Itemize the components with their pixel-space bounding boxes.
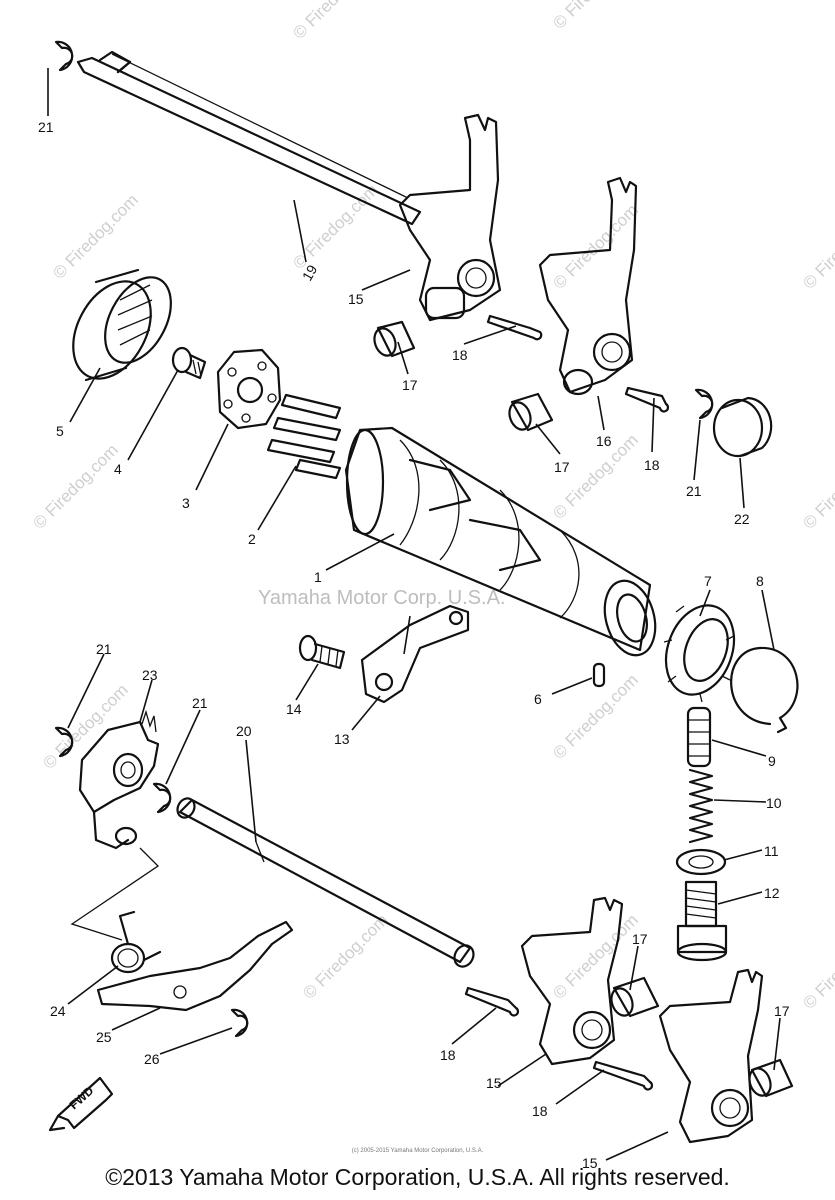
washer-11: [675, 848, 727, 876]
shift-fork-shaft-lower: [176, 797, 475, 968]
callout-8: 8: [756, 573, 764, 589]
callout-17: 17: [402, 377, 418, 393]
callout-21: 21: [96, 641, 112, 657]
callout-18: 18: [440, 1047, 456, 1063]
watermark: © Firedog.com: [549, 0, 641, 33]
callout-24: 24: [50, 1003, 66, 1019]
leader-lines: [47, 68, 781, 1161]
cotter-pin-18b: [624, 386, 669, 413]
callout-15: 15: [486, 1075, 502, 1091]
washer-11-hole: [688, 855, 714, 869]
callout-23: 23: [142, 667, 158, 683]
watermark: © Firedog.com: [799, 920, 835, 1012]
callout-11: 11: [764, 843, 779, 859]
stopper-lever-13: [360, 604, 470, 704]
callout-numbers: 21 19 15 5 4 3 2 1 17 18 17 16 18 21 22 …: [38, 119, 790, 1171]
shift-fork-16: [538, 176, 638, 396]
shift-arm-23: [78, 709, 160, 850]
callout-21: 21: [686, 483, 702, 499]
callout-20: 20: [236, 723, 252, 739]
shift-fork-15-lower-b: [658, 968, 764, 1144]
circlip-21-lower-b: [152, 782, 172, 814]
watermark: © Firedog.com: [49, 190, 141, 282]
watermarks: © Firedog.com © Firedog.com © Firedog.co…: [29, 0, 835, 1013]
callout-21: 21: [192, 695, 208, 711]
cap-22: [712, 396, 773, 458]
bearing-5: [72, 268, 172, 382]
callout-14: 14: [286, 701, 302, 717]
roller-17c: [610, 976, 660, 1018]
callout-17: 17: [774, 1003, 790, 1019]
watermark: © Firedog.com: [549, 910, 641, 1002]
callout-1: 1: [314, 569, 322, 585]
circlip-21-top: [54, 40, 74, 72]
callout-6: 6: [534, 691, 542, 707]
callout-2: 2: [248, 531, 256, 547]
bolt-14: [298, 634, 346, 670]
spring-10: [688, 768, 714, 844]
callout-5: 5: [56, 423, 64, 439]
callout-3: 3: [182, 495, 190, 511]
cotter-pin-18a: [486, 314, 543, 341]
callout-13: 13: [334, 731, 350, 747]
circlip-21-right: [694, 388, 714, 420]
callout-25: 25: [96, 1029, 112, 1045]
segment-plate-3: [216, 348, 282, 430]
callout-15: 15: [582, 1155, 598, 1171]
segment-7: [663, 604, 736, 703]
watermark: © Firedog.com: [289, 180, 381, 272]
callout-4: 4: [114, 461, 122, 477]
spring-24: [110, 910, 162, 974]
watermark: © Firedog.com: [799, 200, 835, 292]
watermark: © Firedog.com: [549, 200, 641, 292]
callout-18: 18: [452, 347, 468, 363]
watermark: © Firedog.com: [799, 440, 835, 532]
callout-12: 12: [764, 885, 780, 901]
roller-17b: [508, 392, 554, 432]
small-print: (c) 2005-2015 Yamaha Motor Corporation, …: [351, 1148, 484, 1154]
callout-7: 7: [704, 573, 712, 589]
callout-17: 17: [632, 931, 648, 947]
roller-17d: [748, 1058, 794, 1098]
copyright-notice: ©2013 Yamaha Motor Corporation, U.S.A. A…: [105, 1164, 730, 1190]
assembly-guide-line: [70, 847, 160, 941]
shift-fork-shaft-upper: [76, 50, 422, 226]
watermark: © Firedog.com: [289, 0, 381, 43]
watermark: © Firedog.com: [29, 440, 121, 532]
circlip-26: [230, 1008, 249, 1038]
callout-21: 21: [38, 119, 54, 135]
callout-18: 18: [644, 457, 660, 473]
circlip-8: [730, 646, 799, 734]
bolt-4: [171, 346, 207, 380]
callout-26: 26: [144, 1051, 160, 1067]
callout-10: 10: [766, 795, 782, 811]
callout-9: 9: [768, 753, 776, 769]
fwd-label: FWD: [67, 1083, 97, 1112]
callout-16: 16: [596, 433, 612, 449]
shift-drum-1: [344, 426, 657, 657]
callout-22: 22: [734, 511, 750, 527]
callout-18: 18: [532, 1103, 548, 1119]
watermark-center: Yamaha Motor Corp. U.S.A.: [258, 587, 506, 609]
callout-19: 19: [299, 262, 321, 284]
callout-17: 17: [554, 459, 570, 475]
plug-bolt-12: [676, 880, 728, 962]
shift-fork-15-upper: [398, 113, 502, 322]
fwd-arrow: FWD: [48, 1076, 114, 1132]
lever-25: [96, 920, 294, 1012]
cotter-pin-18d: [592, 1060, 653, 1091]
watermark: © Firedog.com: [299, 910, 391, 1002]
shift-fork-15-lower-a: [520, 896, 624, 1066]
roller-17a: [373, 320, 416, 358]
circlip-21-lower-a: [54, 726, 74, 758]
pin-6: [592, 662, 606, 688]
cotter-pin-18c: [464, 986, 519, 1017]
pins-2: [266, 393, 342, 480]
callout-15: 15: [348, 291, 364, 307]
plunger-9: [686, 706, 712, 768]
